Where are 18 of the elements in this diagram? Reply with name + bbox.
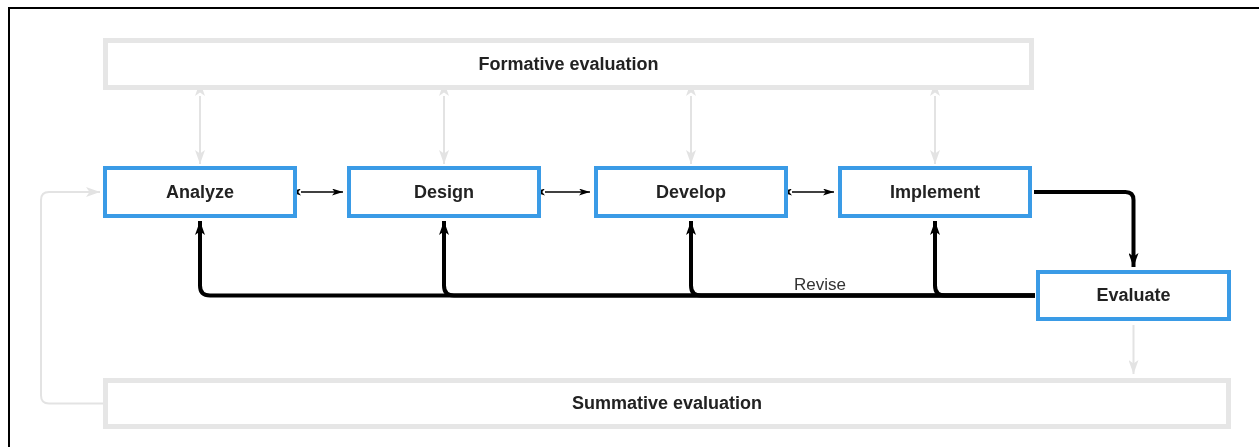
process-box — [347, 166, 541, 218]
node-label: Design — [414, 180, 474, 204]
node-label: Analyze — [166, 180, 234, 204]
node-label: Develop — [656, 180, 726, 204]
process-box — [1036, 270, 1231, 321]
process-box — [838, 166, 1032, 218]
process-box — [594, 166, 788, 218]
arrow — [930, 221, 1035, 298]
node-label: Summative evaluation — [571, 392, 763, 415]
arrow — [1128, 324, 1139, 375]
node-label: Formative evaluation — [478, 52, 659, 76]
node-label: Implement — [890, 180, 980, 204]
evaluation-band — [103, 38, 1034, 90]
arrow — [1034, 190, 1139, 267]
node-label: Evaluate — [1096, 284, 1171, 307]
evaluation-band — [103, 378, 1231, 429]
arrow — [40, 187, 104, 405]
process-box — [103, 166, 297, 218]
